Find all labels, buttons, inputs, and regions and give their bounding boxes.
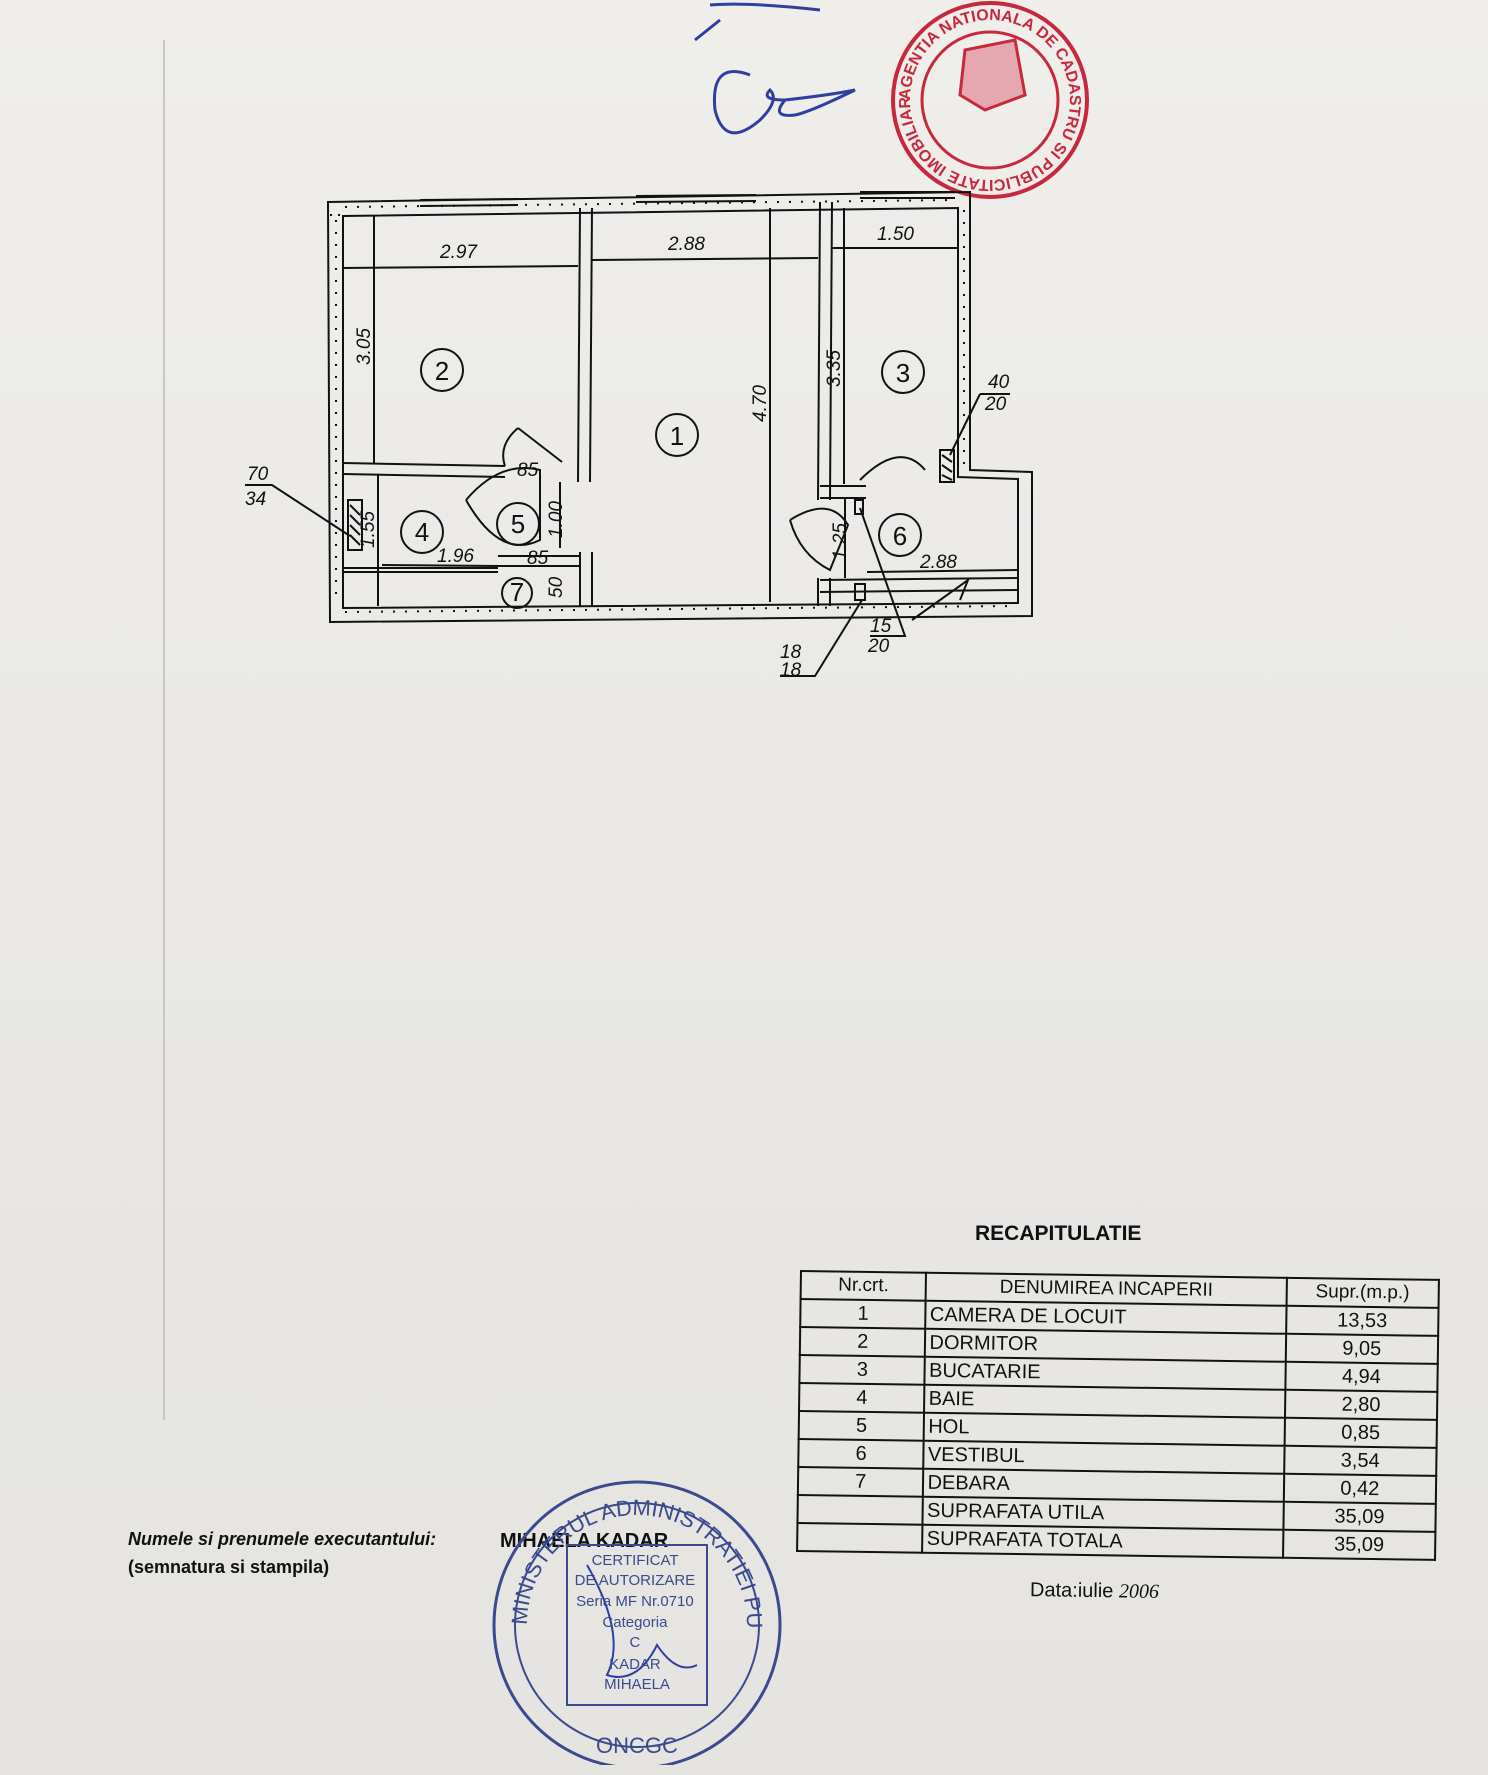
dim-label-196: 1.96 xyxy=(437,546,474,567)
blue-stamp-line-4: Categoria xyxy=(602,1614,668,1631)
header-area: Supr.(m.p.) xyxy=(1286,1277,1439,1308)
dim-label-85-top: 85 xyxy=(517,460,539,481)
room-number-1: 1 xyxy=(670,421,684,451)
plan-inner-wall xyxy=(342,206,1019,610)
duct-bottom-a-numerator: 18 xyxy=(780,642,802,663)
recap-title: RECAPITULATIE xyxy=(975,1222,1142,1245)
row-nr: 4 xyxy=(799,1383,925,1413)
room-number-3: 3 xyxy=(896,358,910,388)
row-area: 3,54 xyxy=(1283,1445,1437,1476)
wall-room1-right xyxy=(817,201,833,501)
row-nr: 3 xyxy=(799,1355,926,1385)
blue-stamp-line-6: KADAR xyxy=(609,1656,661,1673)
header-nr: Nr.crt. xyxy=(800,1271,927,1301)
wall-room1-left xyxy=(577,207,593,483)
dim-label-85-low: 85 xyxy=(527,548,549,569)
row-area: 13,53 xyxy=(1285,1305,1439,1336)
row-area: 9,05 xyxy=(1285,1333,1439,1364)
row-nr: 7 xyxy=(797,1466,924,1497)
dim-label-50: 50 xyxy=(546,576,567,598)
executant-label: Numele si prenumele executantului: (semn… xyxy=(128,1525,436,1581)
svg-text:CERTIFICAT DE AUTORIZARE: CERTIFICAT DE AUTORIZARE Seria MF Nr.071… xyxy=(575,1552,700,1693)
duct-right-denominator: 20 xyxy=(984,394,1007,415)
dim-label-470: 4.70 xyxy=(750,385,771,422)
room-number-2: 2 xyxy=(435,356,449,386)
date-label: Data:iulie xyxy=(1029,1579,1114,1603)
plan-outer-wall xyxy=(326,190,1033,624)
blue-stamp-bottom-text: ONCGC xyxy=(596,1733,678,1758)
dim-label-288-top: 2.88 xyxy=(667,234,705,255)
date-year: 2006 xyxy=(1118,1580,1160,1603)
blue-stamp-line-1: CERTIFICAT xyxy=(592,1552,679,1569)
row-nr: 2 xyxy=(799,1327,926,1357)
room-number-5: 5 xyxy=(511,509,525,539)
floor-plan: 1 2 3 4 5 6 7 2.97 2.88 1.50 3.05 4.70 3… xyxy=(245,190,1033,681)
blue-stamp-line-7: MIHAELA xyxy=(604,1676,670,1693)
document-date: Data:iulie 2006 xyxy=(1030,1579,1159,1604)
door-arc-room2 xyxy=(502,427,563,467)
row-nr: 6 xyxy=(798,1438,925,1469)
blue-stamp-line-5: C xyxy=(629,1634,640,1651)
executant-label-line2: (semnatura si stampila) xyxy=(128,1557,330,1577)
handwritten-signature xyxy=(694,2,856,135)
wall-room2-bottom xyxy=(342,462,506,478)
row-nr xyxy=(797,1522,923,1553)
dim-label-288-bottom: 2.88 xyxy=(919,552,957,573)
dim-label-305: 3.05 xyxy=(354,328,375,365)
duct-left-denominator: 34 xyxy=(245,489,266,510)
row-nr xyxy=(797,1494,924,1525)
duct-left-numerator: 70 xyxy=(247,464,269,485)
red-official-stamp: AGENTIA NATIONALA DE CADASTRU SI PUBLICI… xyxy=(865,0,1089,199)
row-area: 0,42 xyxy=(1283,1473,1437,1504)
row-area: 0,85 xyxy=(1284,1417,1437,1448)
row-area: 2,80 xyxy=(1284,1389,1438,1420)
row-nr: 1 xyxy=(800,1299,927,1329)
duct-right-numerator: 40 xyxy=(988,372,1010,393)
row-area: 35,09 xyxy=(1282,1529,1436,1560)
blue-stamp-line-3: Seria MF Nr.0710 xyxy=(576,1593,694,1610)
duct-bottom-b-denominator: 20 xyxy=(867,636,890,657)
dim-label-100: 1.00 xyxy=(546,501,567,538)
row-area: 4,94 xyxy=(1285,1361,1438,1392)
row-name: SUPRAFATA TOTALA xyxy=(922,1524,1284,1558)
dim-label-125: 1.25 xyxy=(830,523,851,560)
executant-label-line1: Numele si prenumele executantului: xyxy=(128,1529,437,1549)
duct-bottom-a-denominator: 18 xyxy=(780,660,802,681)
room-number-7: 7 xyxy=(510,577,524,607)
blue-stamp-line-2: DE AUTORIZARE xyxy=(575,1572,696,1589)
dim-label-297: 2.97 xyxy=(439,242,478,263)
executant-name: MIHAELA KADAR xyxy=(500,1530,669,1552)
recap-table: Nr.crt. DENUMIREA INCAPERII Supr.(m.p.) … xyxy=(796,1270,1440,1561)
room-number-6: 6 xyxy=(893,521,907,551)
duct-bottom-b-numerator: 15 xyxy=(870,616,892,637)
margin-line xyxy=(163,40,165,1420)
row-area: 35,09 xyxy=(1283,1501,1436,1532)
blue-authorization-stamp: MINISTERUL ADMINISTRATIEI PUBLICE ONCGC … xyxy=(487,1475,782,1765)
dim-label-150: 1.50 xyxy=(877,224,914,245)
dim-label-155: 1.55 xyxy=(358,511,379,548)
room-number-4: 4 xyxy=(415,517,429,547)
dim-label-335: 3.35 xyxy=(824,350,845,387)
row-nr: 5 xyxy=(798,1411,925,1441)
